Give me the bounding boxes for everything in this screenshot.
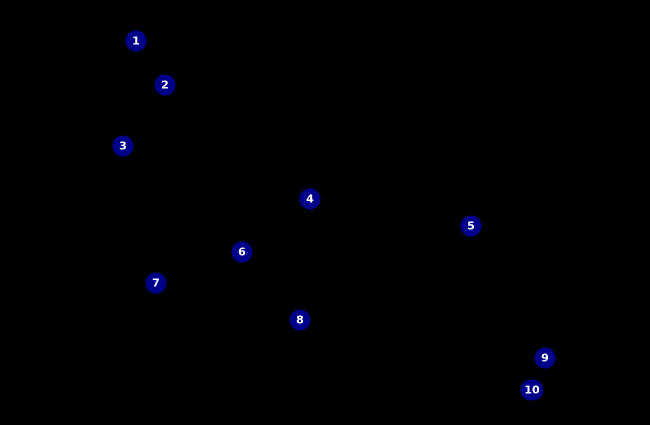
annotation-marker-5[interactable]: 5 xyxy=(460,215,482,237)
annotation-marker-10[interactable]: 10 xyxy=(520,379,544,401)
annotation-marker-7[interactable]: 7 xyxy=(145,272,167,294)
annotation-marker-9[interactable]: 9 xyxy=(534,347,556,369)
annotation-marker-6[interactable]: 6 xyxy=(231,241,253,263)
annotation-marker-1[interactable]: 1 xyxy=(125,30,147,52)
annotation-marker-2[interactable]: 2 xyxy=(154,74,176,96)
annotation-marker-3[interactable]: 3 xyxy=(112,135,134,157)
annotation-marker-4[interactable]: 4 xyxy=(299,188,321,210)
annotation-marker-8[interactable]: 8 xyxy=(289,309,311,331)
